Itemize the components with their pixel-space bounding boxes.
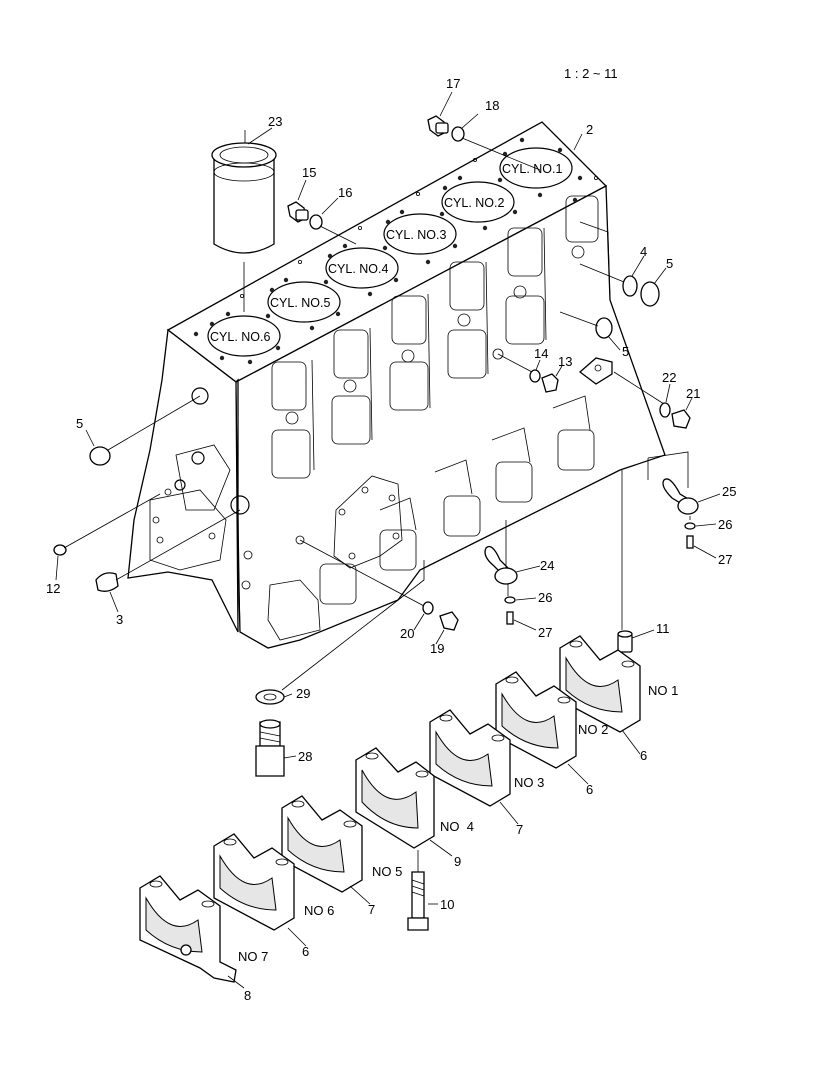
plug-21-washer-22	[659, 402, 691, 429]
seal-rings-4-5	[89, 263, 660, 466]
plug-13-washer-14	[497, 353, 559, 393]
cylinder-liner	[211, 130, 277, 312]
plug-17-gasket-18	[427, 115, 541, 171]
callout-6-a: 6	[640, 748, 647, 763]
cylinder-bores	[207, 147, 573, 357]
leader-lines	[55, 91, 721, 989]
cylinder-block: CYL. NO.1 CYL. NO.2 CYL. NO.3 CYL. NO.4 …	[127, 121, 666, 649]
callout-27-mid: 27	[538, 625, 552, 640]
block-side-windows	[235, 195, 611, 633]
bearing-cap-no1	[559, 635, 641, 733]
cyl-no-5-label: CYL. NO.5	[270, 296, 330, 310]
dowel-11	[617, 470, 633, 653]
cap-label-no2: NO 2	[578, 722, 608, 737]
cap-label-no4: NO 4	[440, 819, 474, 834]
callout-6-b: 6	[586, 782, 593, 797]
callout-23: 23	[268, 114, 282, 129]
callout-2: 2	[586, 122, 593, 137]
bearing-cap-no4	[355, 747, 435, 849]
cover-plate	[578, 357, 665, 405]
cap-label-no3: NO 3	[514, 775, 544, 790]
cap-label-no5: NO 5	[372, 864, 402, 879]
plug-15-gasket-16	[287, 201, 357, 245]
callout-7-a: 7	[516, 822, 523, 837]
bearing-cap-no3	[429, 709, 511, 807]
pipe-24-bolt-26-27	[484, 520, 518, 625]
cyl-no-1-label: CYL. NO.1	[502, 162, 562, 176]
plug-19-washer-20	[299, 539, 459, 631]
deck-bolt-holes	[193, 137, 599, 365]
callout-15: 15	[302, 165, 316, 180]
cyl-no-2-label: CYL. NO.2	[444, 196, 504, 210]
callout-28: 28	[298, 749, 312, 764]
callout-3: 3	[116, 612, 123, 627]
washer-29-connector-28	[255, 560, 425, 777]
callout-16: 16	[338, 185, 352, 200]
callout-5-left: 5	[76, 416, 83, 431]
callout-22: 22	[662, 370, 676, 385]
callout-9: 9	[454, 854, 461, 869]
pipe-25-bolt-26-27	[647, 451, 699, 549]
callout-5-top: 5	[666, 256, 673, 271]
bolt-10	[407, 850, 429, 931]
cap-label-no7: NO 7	[238, 949, 268, 964]
bearing-cap-no7	[139, 875, 237, 983]
callout-13: 13	[558, 354, 572, 369]
callout-21: 21	[686, 386, 700, 401]
callout-8: 8	[244, 988, 251, 1003]
cap-label-no6: NO 6	[304, 903, 334, 918]
rear-flange	[267, 475, 403, 641]
callout-4: 4	[640, 244, 647, 259]
callout-26-mid: 26	[538, 590, 552, 605]
cap-labels: NO 1 NO 2 NO 3 NO 4 NO 5 NO 6 NO 7	[238, 683, 678, 964]
bearing-cap-no5	[281, 795, 363, 893]
cyl-no-4-label: CYL. NO.4	[328, 262, 388, 276]
callout-29: 29	[296, 686, 310, 701]
callout-25: 25	[722, 484, 736, 499]
scale-note: 1 : 2 ~ 11	[564, 66, 618, 81]
callout-10: 10	[440, 897, 454, 912]
callout-27-right: 27	[718, 552, 732, 567]
callout-14: 14	[534, 346, 548, 361]
callout-5-mid: 5	[622, 344, 629, 359]
callout-18: 18	[485, 98, 499, 113]
cyl-no-6-label: CYL. NO.6	[210, 330, 270, 344]
plug-12-plug-3	[53, 493, 241, 592]
cylinder-labels: CYL. NO.1 CYL. NO.2 CYL. NO.3 CYL. NO.4 …	[210, 162, 562, 344]
callout-19: 19	[430, 641, 444, 656]
callout-numbers: 17 18 2 23 15 16 4 5 5 14 13 22 21 5 25 …	[46, 76, 736, 1003]
bearing-cap-no2	[495, 671, 577, 769]
callout-12: 12	[46, 581, 60, 596]
callout-20: 20	[400, 626, 414, 641]
callout-17: 17	[446, 76, 460, 91]
callout-11: 11	[656, 621, 670, 636]
callout-7-b: 7	[368, 902, 375, 917]
callout-26-right: 26	[718, 517, 732, 532]
callout-24: 24	[540, 558, 554, 573]
cap-label-no1: NO 1	[648, 683, 678, 698]
bearing-cap-no6	[213, 833, 295, 931]
callout-6-c: 6	[302, 944, 309, 959]
cyl-no-3-label: CYL. NO.3	[386, 228, 446, 242]
